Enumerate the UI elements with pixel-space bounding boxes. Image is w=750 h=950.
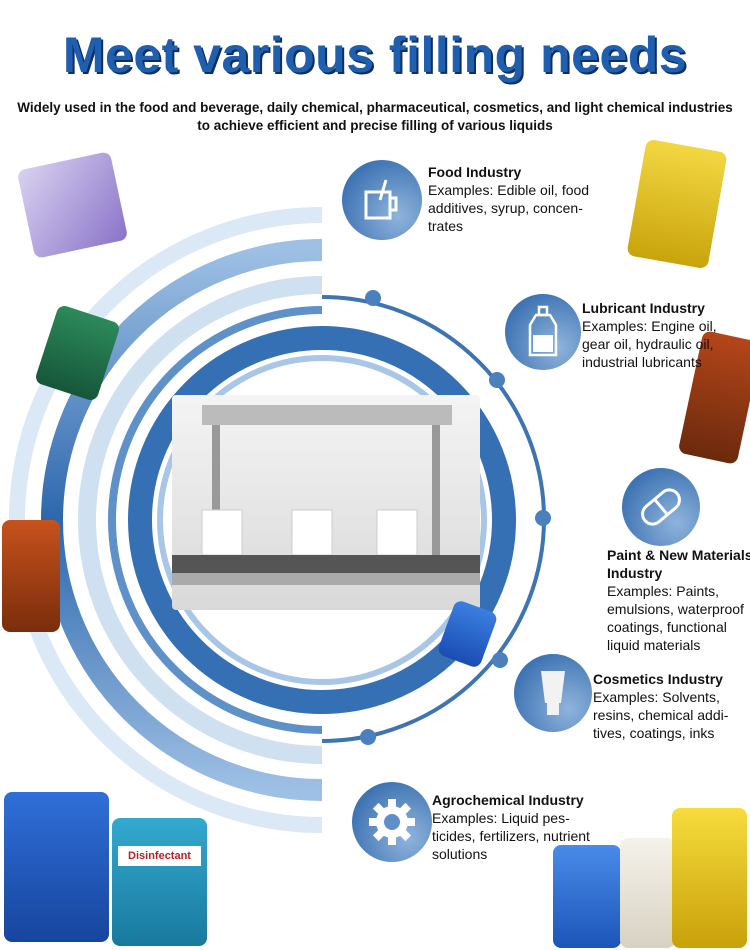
disinfectant-label: Disinfectant	[118, 846, 201, 866]
cup-icon	[364, 179, 398, 220]
disinfectant-jerrycan-image: Disinfectant	[112, 818, 207, 946]
industry-title: Agrochemical Industry	[432, 792, 584, 808]
paint-industry-icon	[622, 468, 700, 546]
laundry-detergent-image	[553, 845, 621, 948]
industry-desc: Examples: Edible oil, food additives, sy…	[428, 182, 590, 234]
ring-dot	[365, 290, 381, 306]
capsule-icon	[641, 488, 681, 526]
food-industry-icon	[342, 160, 422, 240]
industry-desc: Examples: Liquid pes-ticides, fertilizer…	[432, 810, 590, 862]
industry-agrochemical: Agrochemical Industry Examples: Liquid p…	[432, 791, 602, 863]
ring-dot	[489, 372, 505, 388]
gear-icon	[369, 799, 415, 845]
ring-dot	[535, 510, 551, 526]
agrochemical-industry-icon	[352, 782, 432, 862]
yellow-oil-jug-image	[672, 808, 747, 948]
bottle-icon	[528, 305, 558, 357]
industry-title: Food Industry	[428, 164, 522, 180]
blue-jerrycan-image	[4, 792, 109, 942]
industry-title: Cosmetics Industry	[593, 671, 723, 687]
industry-food: Food Industry Examples: Edible oil, food…	[428, 163, 608, 235]
lubricant-industry-icon	[505, 294, 581, 370]
ring-dot	[492, 652, 508, 668]
subtitle: Widely used in the food and beverage, da…	[17, 100, 733, 133]
industry-desc: Examples: Paints, emulsions, waterproof …	[607, 583, 744, 653]
industry-lubricant: Lubricant Industry Examples: Engine oil,…	[582, 299, 747, 371]
industry-title: Paint & New Materials Industry	[607, 547, 750, 581]
ring-dot	[360, 729, 376, 745]
industry-title: Lubricant Industry	[582, 300, 705, 316]
industry-desc: Examples: Engine oil, gear oil, hydrauli…	[582, 318, 717, 370]
industry-cosmetics: Cosmetics Industry Examples: Solvents, r…	[593, 670, 743, 742]
edible-oil-bottle-image	[2, 520, 60, 632]
tube-icon	[541, 671, 565, 715]
page-title: Meet various filling needs	[62, 27, 688, 83]
cosmetics-industry-icon	[514, 654, 592, 732]
white-bottle-image	[620, 838, 675, 948]
filling-machine-image	[172, 395, 480, 610]
industry-paint: Paint & New Materials Industry Examples:…	[607, 546, 750, 654]
industry-desc: Examples: Solvents, resins, chemical add…	[593, 689, 729, 741]
